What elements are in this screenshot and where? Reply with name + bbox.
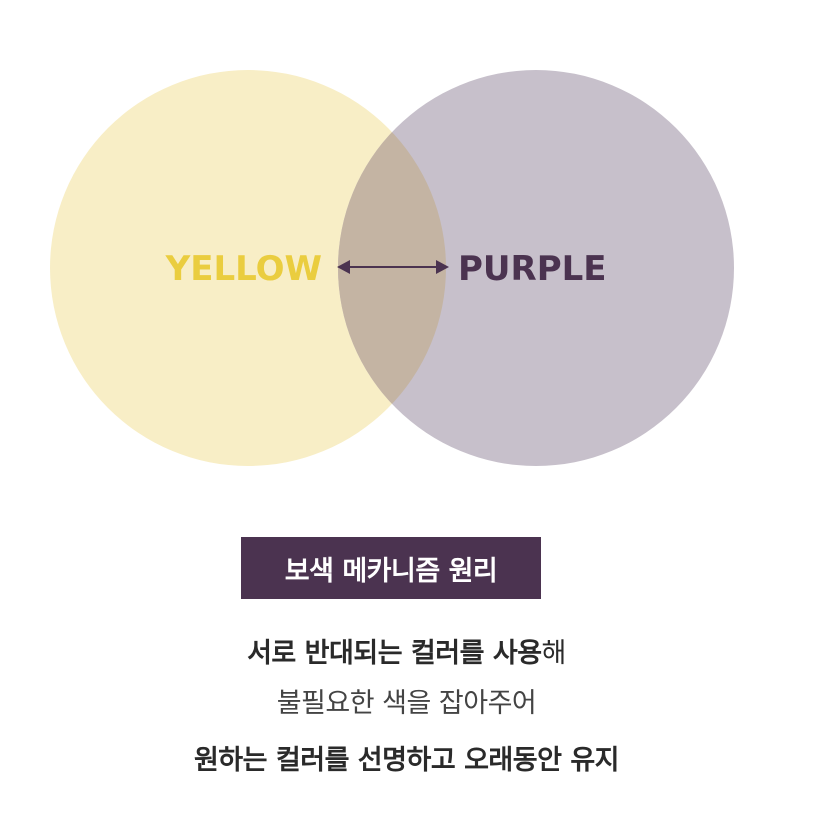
description-line-3: 원하는 컬러를 선명하고 오래동안 유지 [193,745,620,776]
description-line-1-emphasis: 서로 반대되는 컬러를 사용 [247,638,542,669]
section-title: 보색 메카니즘 원리 [241,537,541,599]
description-line-1-tail: 해 [541,638,567,669]
yellow-circle [50,70,446,466]
double-arrow-icon [337,260,449,274]
purple-label: PURPLE [458,249,607,289]
description-line-2: 불필요한 색을 잡아주어 [276,688,537,719]
purple-circle [338,70,734,466]
description-line-1: 서로 반대되는 컬러를 사용해 [0,631,813,670]
yellow-label: YELLOW [165,249,322,289]
venn-diagram: YELLOW PURPLE [50,70,734,466]
